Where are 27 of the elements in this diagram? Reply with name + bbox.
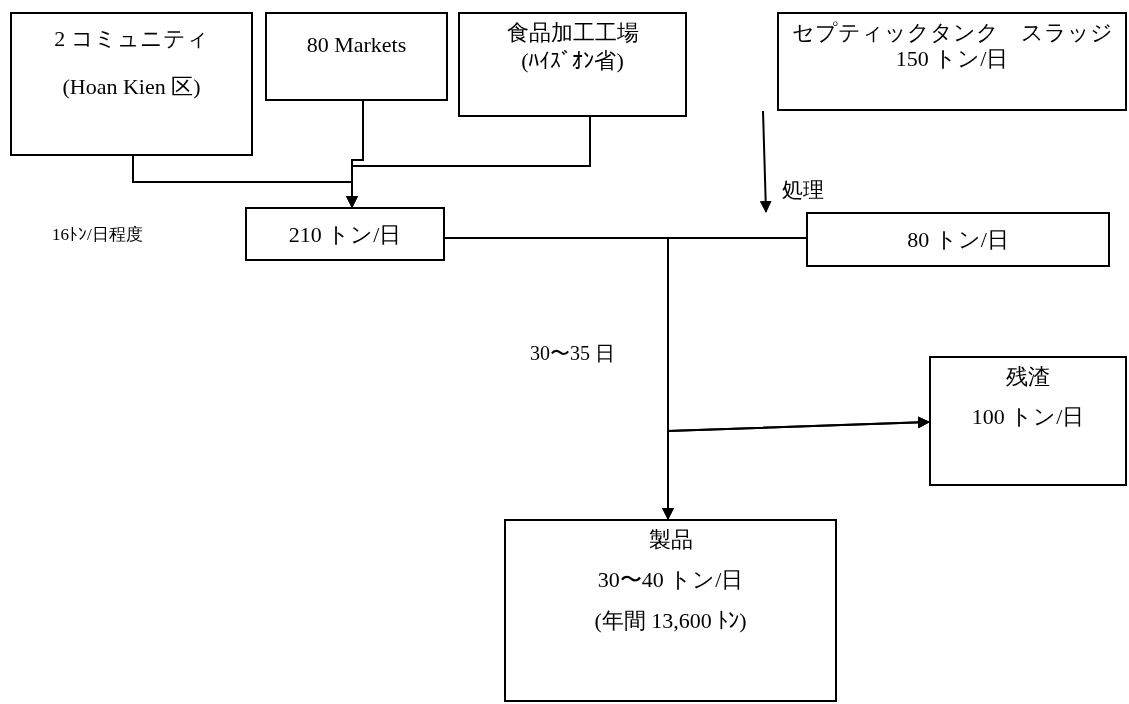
box-text: 80 Markets <box>306 32 407 59</box>
process-box <box>245 207 445 261</box>
duration-label: 30〜35 日 <box>530 341 615 366</box>
box-text: 製品 <box>648 527 693 554</box>
box-text: (年間 13,600 ﾄﾝ) <box>594 607 747 635</box>
edge-label: 処理 <box>782 177 824 204</box>
process-box <box>929 356 1127 486</box>
arrow <box>667 237 930 433</box>
box-text: 100 トン/日 <box>971 404 1085 431</box>
box-text: 80 トン/日 <box>907 227 1009 254</box>
process-box <box>265 12 448 101</box>
process-box <box>777 12 1127 111</box>
box-text: 30〜40 トン/日 <box>597 567 744 594</box>
process-box <box>504 519 837 702</box>
box-text: (ﾊｲｽﾞｵﾝ省) <box>521 48 624 75</box>
arrow <box>759 110 772 213</box>
box-text: (Hoan Kien 区) <box>62 74 201 101</box>
box-text: 2 コミュニティ <box>54 26 209 53</box>
process-box <box>458 12 687 117</box>
box-text: 残渣 <box>1006 364 1050 391</box>
arrow <box>346 116 591 208</box>
process-box <box>806 212 1110 267</box>
box-text: 210 トン/日 <box>288 222 402 249</box>
duration-label: 16ﾄﾝ/日程度 <box>52 224 143 246</box>
box-text: 食品加工工場 <box>506 20 639 47</box>
box-text: セプティックタンク スラッジ 150 トン/日 <box>790 20 1114 73</box>
process-box <box>10 12 253 156</box>
